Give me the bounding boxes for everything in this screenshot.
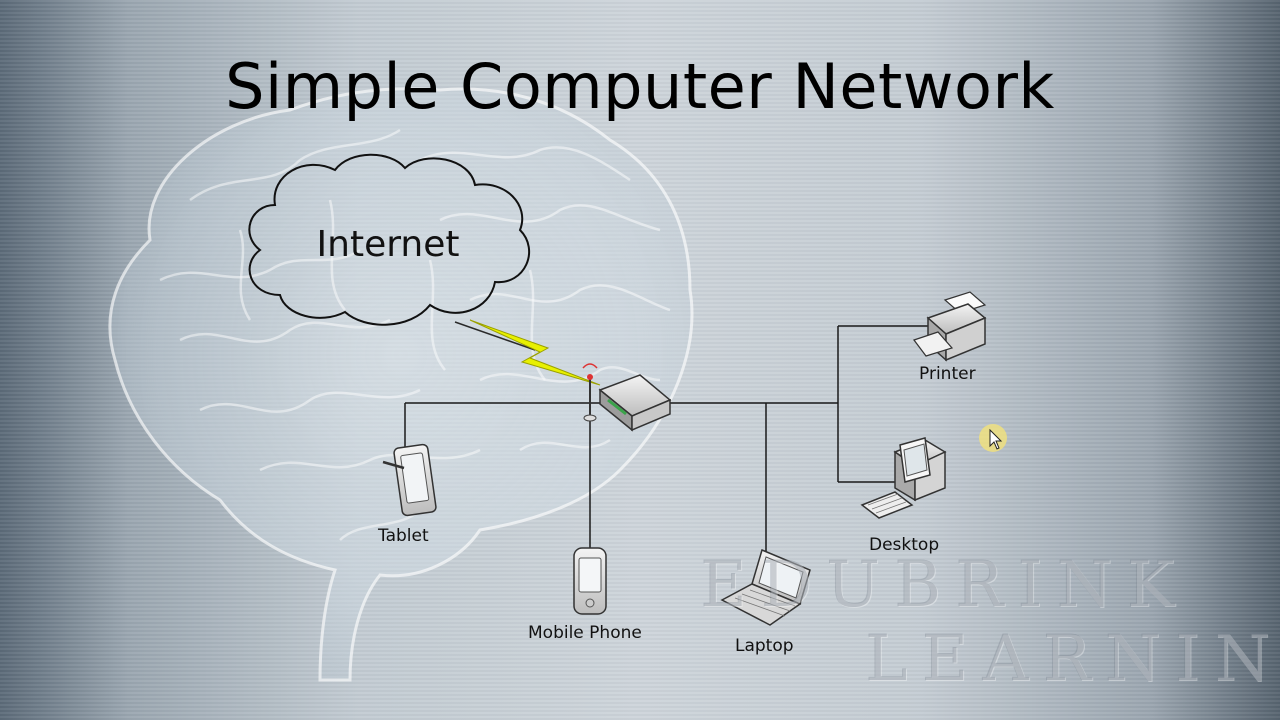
brain-image bbox=[108, 87, 694, 682]
network-wiring bbox=[404, 325, 928, 558]
printer-label: Printer bbox=[919, 364, 976, 384]
mobile-phone-icon bbox=[573, 547, 607, 615]
desktop-label: Desktop bbox=[869, 535, 940, 555]
tablet-label: Tablet bbox=[378, 526, 429, 546]
mobile-phone-label: Mobile Phone bbox=[528, 623, 642, 643]
internet-label: Internet bbox=[316, 224, 460, 265]
cloud-icon bbox=[248, 153, 531, 326]
router-icon bbox=[582, 363, 672, 432]
internet-link bbox=[454, 321, 536, 351]
printer-icon bbox=[913, 291, 987, 362]
mouse-cursor-icon bbox=[979, 424, 1007, 452]
lightning-bolt-icon bbox=[469, 319, 601, 386]
watermark-line-2: LEARNING bbox=[865, 622, 1280, 696]
laptop-label: Laptop bbox=[735, 636, 794, 656]
watermark-line-1: EDUBRINK bbox=[700, 548, 1189, 622]
laptop-icon bbox=[720, 548, 811, 626]
desktop-icon bbox=[860, 437, 947, 519]
tablet-icon bbox=[382, 443, 437, 517]
slide-title: Simple Computer Network bbox=[225, 50, 1055, 123]
